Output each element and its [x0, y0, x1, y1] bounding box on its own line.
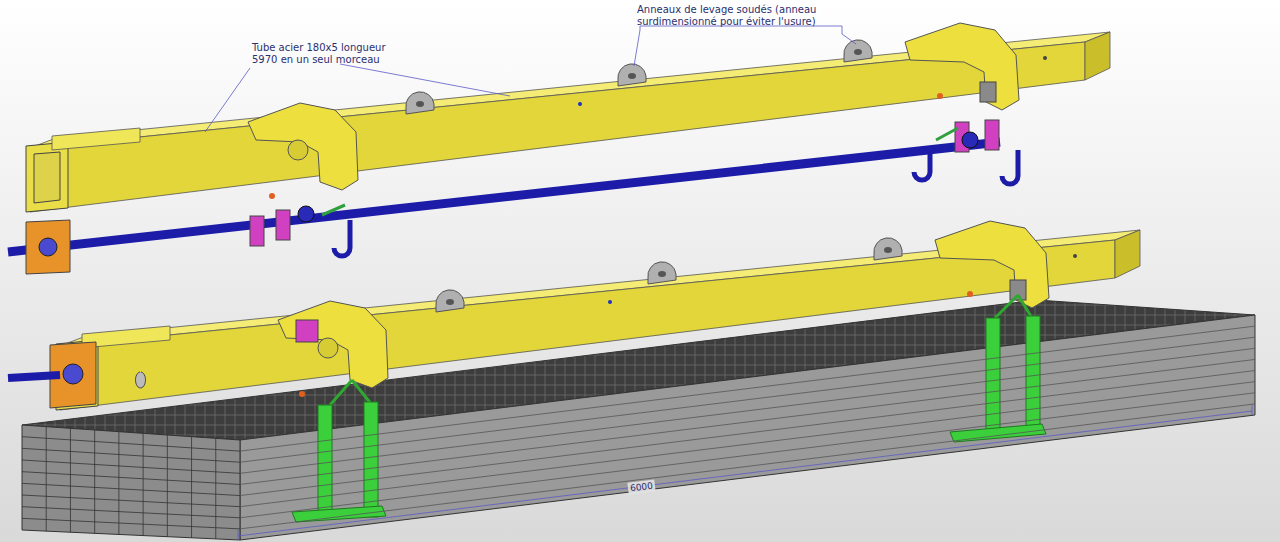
lifting-beam — [937, 93, 943, 99]
lifting-beam — [416, 101, 424, 107]
tube-outline — [143, 433, 144, 535]
lifting-beam — [1085, 32, 1110, 80]
lifting-beam — [26, 142, 68, 212]
lifting-beam — [980, 82, 996, 102]
tube-outline — [94, 430, 95, 533]
shaft — [39, 238, 57, 256]
tube-outline — [22, 472, 240, 485]
sling — [292, 295, 1046, 522]
leader-line — [205, 68, 250, 132]
dimension-line — [1252, 405, 1253, 415]
tube-outline — [191, 437, 192, 538]
lifting-beam — [52, 128, 140, 150]
tube-outline — [22, 518, 240, 529]
shaft — [322, 128, 958, 215]
lifting-beam — [844, 40, 872, 62]
shaft — [26, 220, 70, 274]
shaft — [1002, 150, 1018, 184]
shaft — [334, 220, 350, 256]
lifting-beam — [26, 23, 1110, 212]
shaft — [8, 142, 1000, 252]
leader-line — [640, 26, 842, 34]
tube-outline — [240, 371, 1255, 496]
dimension-line — [238, 411, 1252, 536]
sling — [318, 405, 332, 517]
pivot — [8, 375, 60, 378]
tube-outline — [22, 483, 240, 495]
tube-outline — [240, 404, 1255, 529]
pivot — [136, 372, 146, 388]
pivot — [296, 320, 318, 342]
lifting-beam — [288, 140, 308, 160]
lifting-beam — [406, 92, 434, 114]
leader-line — [340, 64, 510, 96]
tube-outline — [240, 393, 1255, 518]
lifting-beam — [30, 42, 1085, 212]
lifting-beam — [248, 103, 358, 190]
leader-line — [842, 34, 856, 44]
tube-outline — [22, 507, 240, 518]
tube-outline — [240, 382, 1255, 507]
shaft — [962, 132, 978, 148]
shaft — [985, 120, 999, 150]
shaft — [8, 120, 1018, 274]
pivot — [8, 320, 318, 408]
dimension-value: 6000 — [627, 479, 655, 494]
lifting-beam — [905, 23, 1019, 110]
shaft — [276, 210, 290, 240]
leader-line — [205, 26, 856, 132]
lifting-beam — [56, 221, 1140, 410]
lifting-beam — [618, 64, 646, 86]
tube-outline — [240, 337, 1255, 462]
pivot — [63, 364, 83, 384]
dimension-line — [238, 530, 239, 540]
tube-outline — [22, 437, 240, 451]
shaft — [914, 150, 930, 180]
tube-outline — [22, 326, 1255, 539]
sling — [1026, 316, 1040, 428]
leader-line — [634, 30, 640, 66]
tube-bundle — [22, 425, 240, 540]
lifting-beam — [854, 49, 862, 55]
tube-outline — [118, 432, 119, 535]
dimension-line — [238, 405, 1252, 540]
shaft — [298, 206, 314, 222]
tube-outline — [46, 427, 47, 531]
note-text: Tube acier 180x5 longueur 5970 en un seu… — [252, 42, 412, 66]
tube-outline — [215, 438, 216, 539]
lifting-beam — [34, 152, 60, 203]
tube-outline — [70, 428, 71, 532]
tube-outline — [240, 326, 1255, 451]
tube-outline — [240, 359, 1255, 484]
tube-outline — [22, 495, 240, 507]
tube-outline — [167, 435, 168, 537]
tube-outline — [240, 348, 1255, 473]
shaft — [250, 216, 264, 246]
note-text: Anneaux de levage soudés (anneau surdime… — [637, 4, 852, 28]
lifting-beam — [628, 73, 636, 79]
lifting-beam — [1043, 56, 1047, 60]
sling — [364, 402, 378, 517]
tube-outline — [22, 448, 240, 462]
lifting-beam — [269, 193, 275, 199]
lifting-beam — [578, 102, 582, 106]
tube-outline — [22, 460, 240, 473]
